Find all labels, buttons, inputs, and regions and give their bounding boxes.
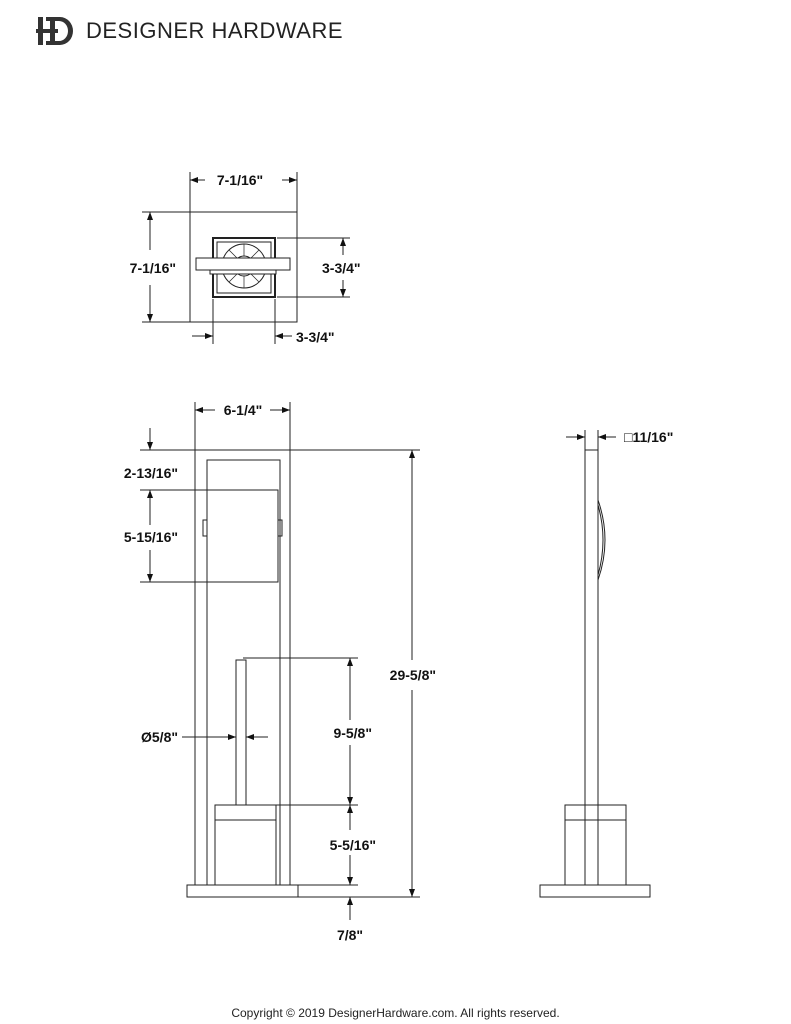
copyright: Copyright © 2019 DesignerHardware.com. A… [231,1006,560,1020]
front-width-label: 6-1/4" [224,402,263,418]
base-height-label: 7/8" [337,927,363,943]
total-height-label: 29-5/8" [390,667,436,683]
front-view [140,402,420,920]
brand-header: DESIGNER HARDWARE [36,14,343,48]
inner-width-label: 3-3/4" [296,329,335,345]
holder-height-label: 5-15/16" [124,529,178,545]
brush-height-label: 9-5/8" [333,725,372,741]
inner-height-label: 3-3/4" [322,260,361,276]
dh-logo-icon [36,17,73,45]
top-view [142,172,350,344]
side-view [539,430,651,898]
top-height-label: 7-1/16" [130,260,176,276]
top-offset-label: 2-13/16" [124,465,178,481]
brand-name: DESIGNER HARDWARE [86,18,344,43]
cup-height-label: 5-5/16" [330,837,376,853]
post-size-label: □11/16" [624,429,673,445]
top-width-label: 7-1/16" [217,172,263,188]
handle-diameter-label: Ø5/8" [141,729,178,745]
